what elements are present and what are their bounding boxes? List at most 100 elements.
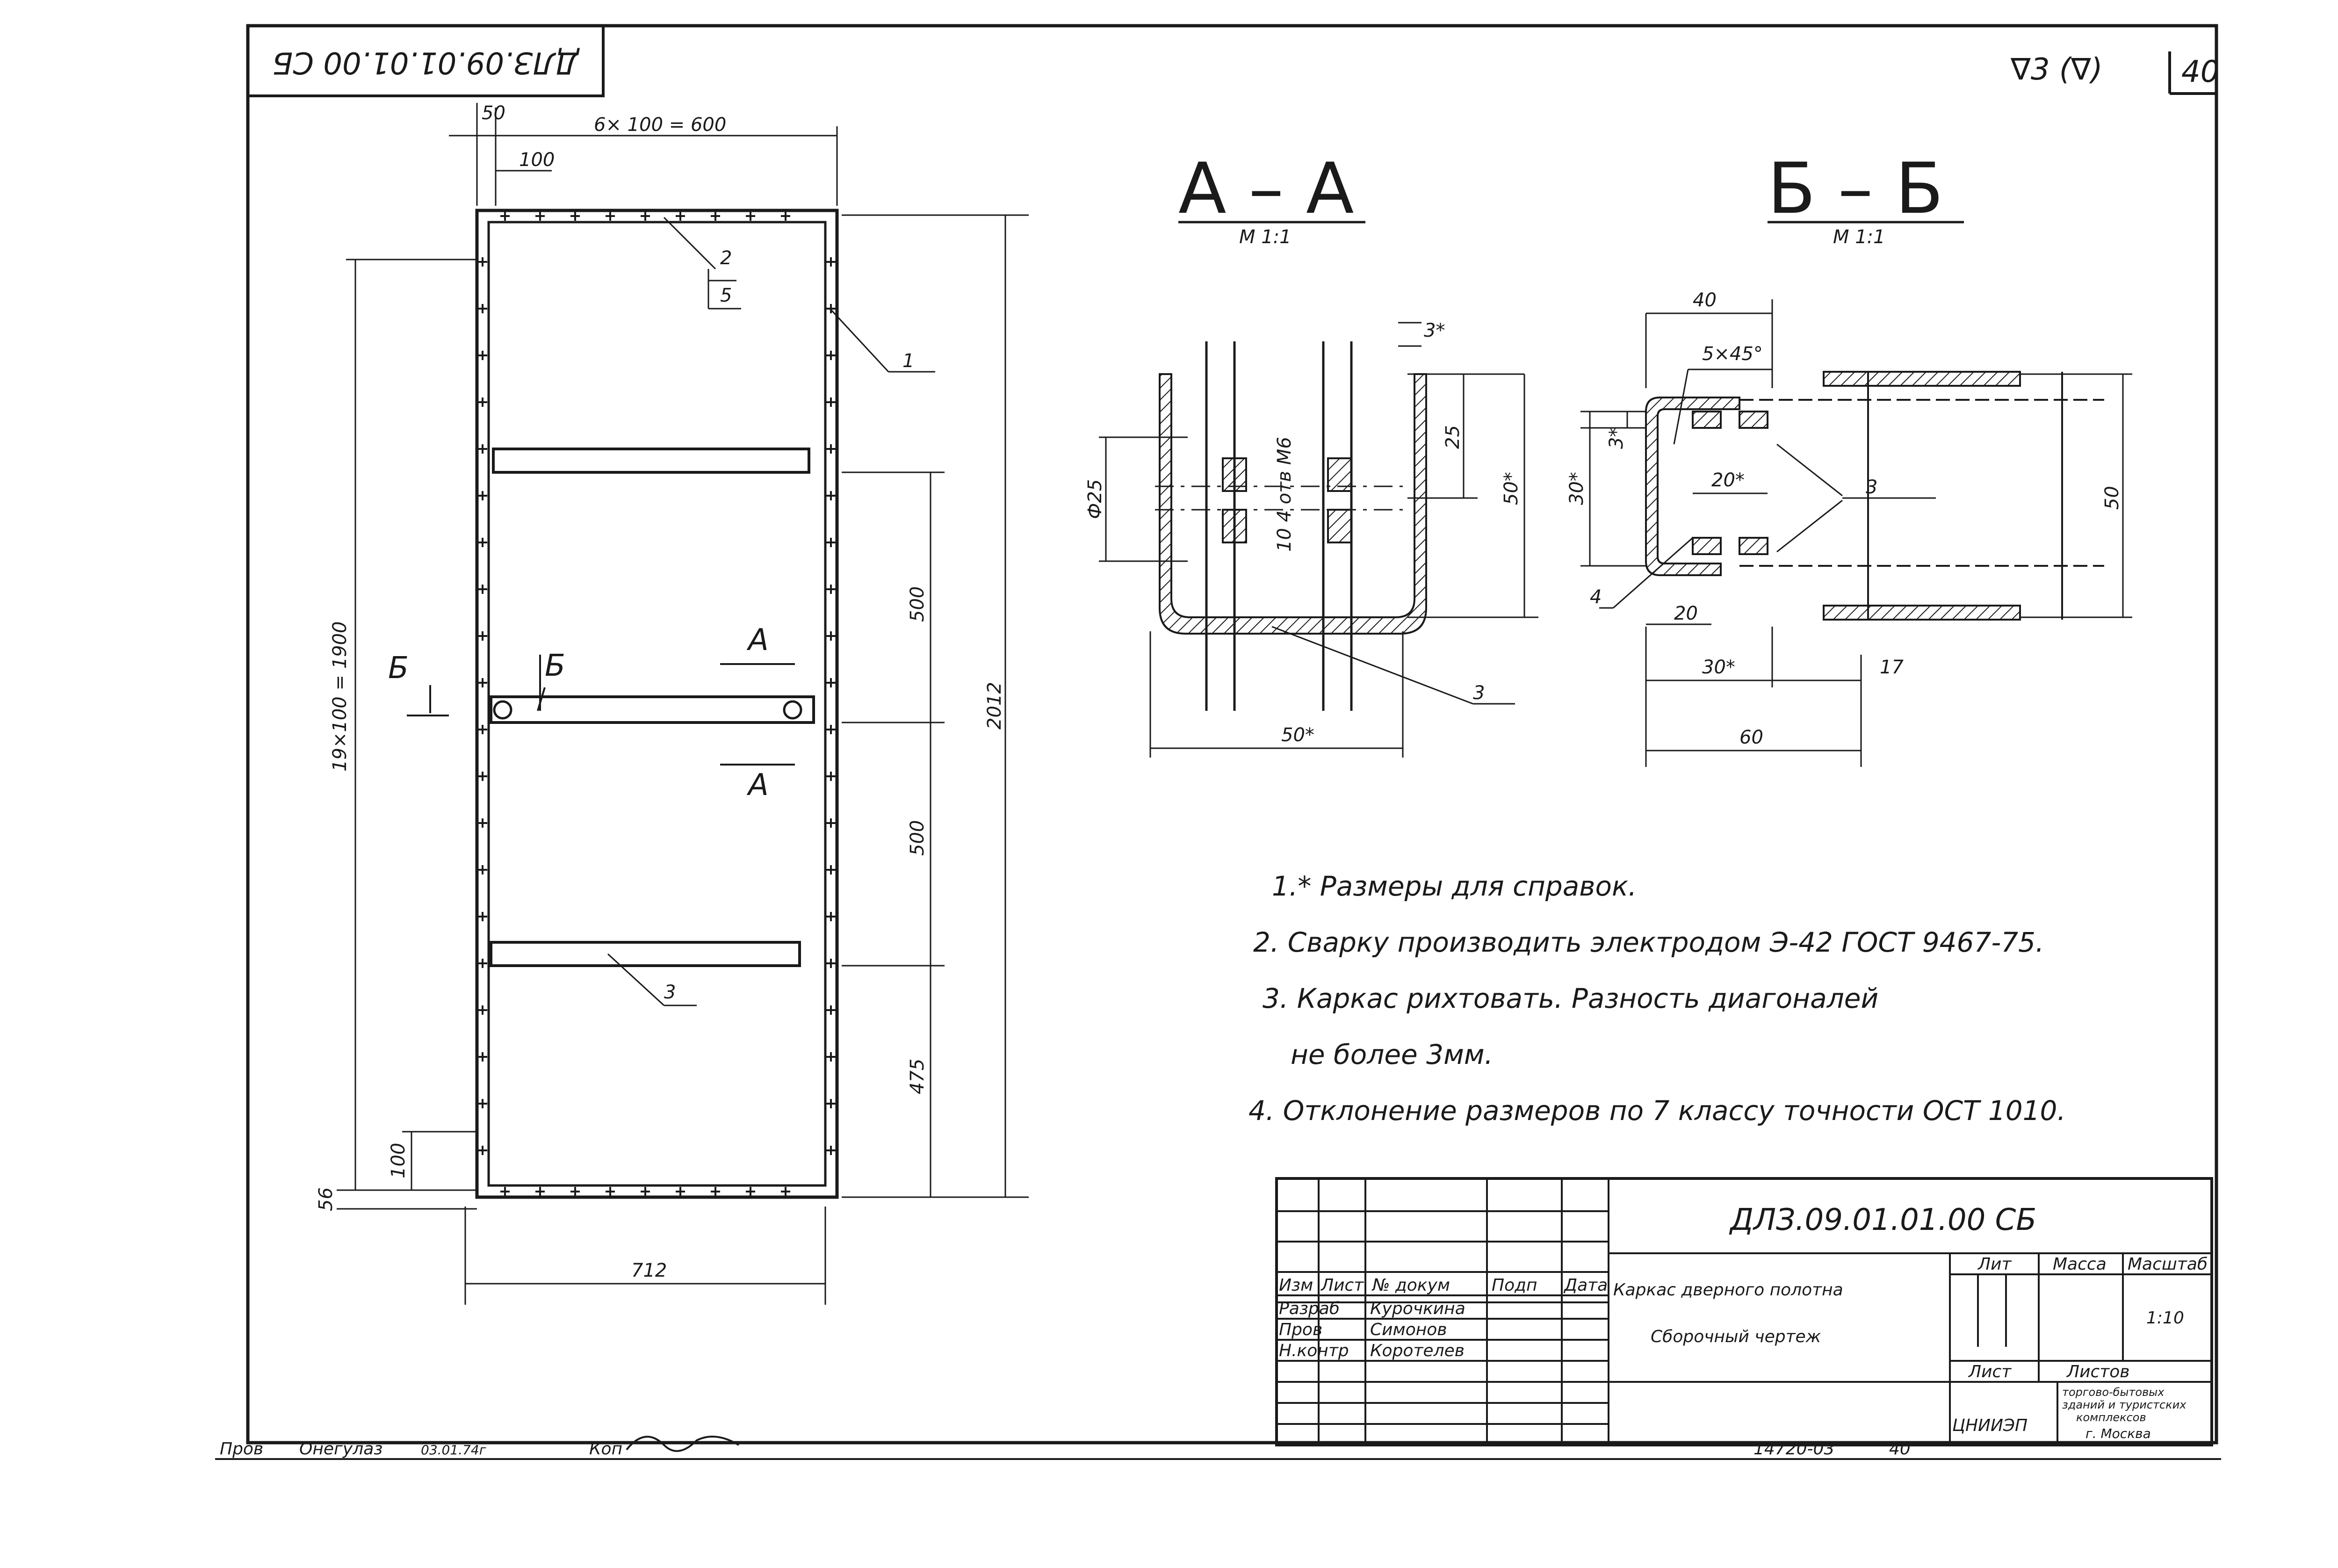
weld-plus-mark bbox=[641, 1187, 650, 1196]
section-bb-dim-30v: 30* bbox=[1566, 472, 1588, 505]
part-leaders bbox=[607, 217, 935, 1006]
section-aa-scale: М 1:1 bbox=[1239, 226, 1292, 248]
bottom-strip: Пров Онегулаз 03.01.74г Коп 14720-03 40 bbox=[220, 1436, 1911, 1459]
top-stamp-text: ДЛЗ.09.01.01.00 СБ bbox=[272, 45, 580, 79]
dim-bottom-pitch: 100 bbox=[388, 1143, 409, 1178]
weld-plus-mark bbox=[826, 912, 836, 921]
dim-top-offset: 50 bbox=[482, 102, 505, 124]
copy-signature bbox=[626, 1436, 740, 1452]
weld-plus-mark bbox=[826, 678, 836, 687]
tb-hdr-izm: Изм bbox=[1279, 1276, 1313, 1295]
bottom-check-date: 03.01.74г bbox=[421, 1442, 486, 1458]
note-3: 3. Каркас рихтовать. Разность диагоналей bbox=[1263, 983, 1878, 1014]
section-bb-dim-17: 17 bbox=[1880, 657, 1904, 678]
section-aa-dim-25: 25 bbox=[1442, 425, 1464, 449]
bottom-check-name: Онегулаз bbox=[299, 1439, 382, 1459]
note-1: 1.* Размеры для справок. bbox=[1272, 870, 1637, 902]
weld-plus-mark bbox=[746, 1187, 755, 1196]
dim-width: 712 bbox=[631, 1260, 667, 1281]
section-aa-weld: 3 bbox=[1473, 682, 1485, 704]
weld-plus-mark bbox=[478, 351, 487, 360]
tb-org-line2: зданий и туристских bbox=[2062, 1398, 2186, 1411]
weld-plus-mark bbox=[826, 351, 836, 360]
dim-top-pitch: 100 bbox=[519, 149, 555, 171]
weld-plus-mark bbox=[478, 257, 487, 267]
bolt-hole-right bbox=[783, 700, 802, 720]
weld-plus-mark bbox=[478, 304, 487, 313]
weld-plus-mark bbox=[781, 1187, 790, 1196]
weld-plus-mark bbox=[478, 444, 487, 454]
weld-plus-mark bbox=[746, 211, 755, 221]
weld-plus-mark bbox=[570, 1187, 580, 1196]
weld-plus-mark bbox=[826, 491, 836, 500]
note-4: 4. Отклонение размеров по 7 классу точно… bbox=[1248, 1095, 2066, 1127]
weld-plus-mark bbox=[478, 585, 487, 594]
section-aa-title: А – А bbox=[1178, 148, 1354, 230]
weld-plus-mark bbox=[826, 772, 836, 781]
tb-col-sheets: Листов bbox=[2066, 1362, 2129, 1381]
weld-plus-mark bbox=[478, 772, 487, 781]
weld-plus-mark bbox=[826, 818, 836, 828]
weld-plus-mark bbox=[478, 959, 487, 968]
leader-part-5: 5 bbox=[720, 285, 732, 306]
section-bb-title: Б – Б bbox=[1768, 148, 1943, 230]
weld-plus-mark bbox=[478, 1146, 487, 1155]
tb-col-mass: Масса bbox=[2053, 1255, 2107, 1274]
weld-plus-mark bbox=[711, 1187, 720, 1196]
bottom-copy-label: Коп bbox=[589, 1439, 622, 1459]
weld-plus-mark bbox=[826, 538, 836, 547]
tb-hdr-sign: Подп bbox=[1492, 1276, 1537, 1295]
weld-plus-mark bbox=[606, 211, 615, 221]
note-3-cont: не более 3мм. bbox=[1291, 1039, 1493, 1070]
stiffener-upper bbox=[492, 448, 810, 474]
section-bb: Б – Б М 1:1 bbox=[1566, 148, 2132, 767]
weld-plus-mark bbox=[535, 1187, 545, 1196]
dim-seg-low: 475 bbox=[907, 1059, 928, 1094]
dim-height: 2012 bbox=[984, 682, 1005, 730]
technical-notes: 1.* Размеры для справок. 2. Сварку произ… bbox=[1248, 870, 2066, 1127]
weld-plus-mark bbox=[500, 1187, 510, 1196]
weld-plus-mark bbox=[826, 444, 836, 454]
corner-sheet-number: 40 bbox=[2181, 55, 2219, 89]
tb-hdr-doc: № докум bbox=[1371, 1276, 1450, 1295]
tb-org-line1: торгово-бытовых bbox=[2062, 1386, 2165, 1399]
weld-plus-mark bbox=[676, 211, 685, 221]
section-bb-dim-20: 20 bbox=[1674, 603, 1698, 624]
section-bb-dim-50: 50 bbox=[2101, 486, 2123, 510]
section-aa-dim-holes: 10 4 отв М6 bbox=[1274, 437, 1295, 552]
dim-top-span: 6× 100 = 600 bbox=[594, 114, 726, 136]
cut-mark-a-bottom: А bbox=[746, 768, 769, 802]
section-bb-dim-60: 60 bbox=[1739, 727, 1763, 748]
leader-part-2: 2 bbox=[720, 247, 732, 269]
weld-plus-mark bbox=[826, 865, 836, 874]
weld-marks bbox=[478, 211, 836, 1196]
sheet-frame bbox=[215, 24, 2221, 1460]
leader-part-1: 1 bbox=[902, 350, 914, 372]
weld-plus-mark bbox=[478, 1099, 487, 1108]
stiffener-lower bbox=[490, 941, 801, 967]
tb-name-r3: Коротелев bbox=[1370, 1341, 1465, 1360]
corner-sheet-box: 40 bbox=[2168, 51, 2219, 95]
frame-dimension-labels: 50 6× 100 = 600 100 19×100 = 1900 2012 5… bbox=[315, 102, 1005, 1281]
weld-plus-mark bbox=[478, 631, 487, 641]
weld-plus-mark bbox=[478, 491, 487, 500]
weld-plus-mark bbox=[500, 211, 510, 221]
section-bb-dim-30h: 30* bbox=[1702, 657, 1735, 678]
weld-plus-mark bbox=[478, 538, 487, 547]
weld-plus-mark bbox=[478, 678, 487, 687]
weld-plus-mark bbox=[570, 211, 580, 221]
weld-plus-mark bbox=[826, 1146, 836, 1155]
bottom-archive-number: 14720-03 bbox=[1754, 1439, 1834, 1459]
section-bb-weld: 3 bbox=[1866, 477, 1877, 498]
tb-org-line4: г. Москва bbox=[2085, 1426, 2151, 1441]
weld-plus-mark bbox=[478, 818, 487, 828]
weld-plus-mark bbox=[826, 725, 836, 734]
dim-bottom-offset: 56 bbox=[315, 1187, 337, 1211]
weld-plus-mark bbox=[478, 725, 487, 734]
section-bb-dim-3: 3* bbox=[1606, 428, 1627, 449]
weld-plus-mark bbox=[606, 1187, 615, 1196]
weld-plus-mark bbox=[676, 1187, 685, 1196]
section-aa-dim-50h: 50* bbox=[1281, 724, 1314, 746]
tb-designation: ДЛЗ.09.01.01.00 СБ bbox=[1729, 1203, 2036, 1237]
tb-name-2: Сборочный чертеж bbox=[1651, 1327, 1821, 1346]
